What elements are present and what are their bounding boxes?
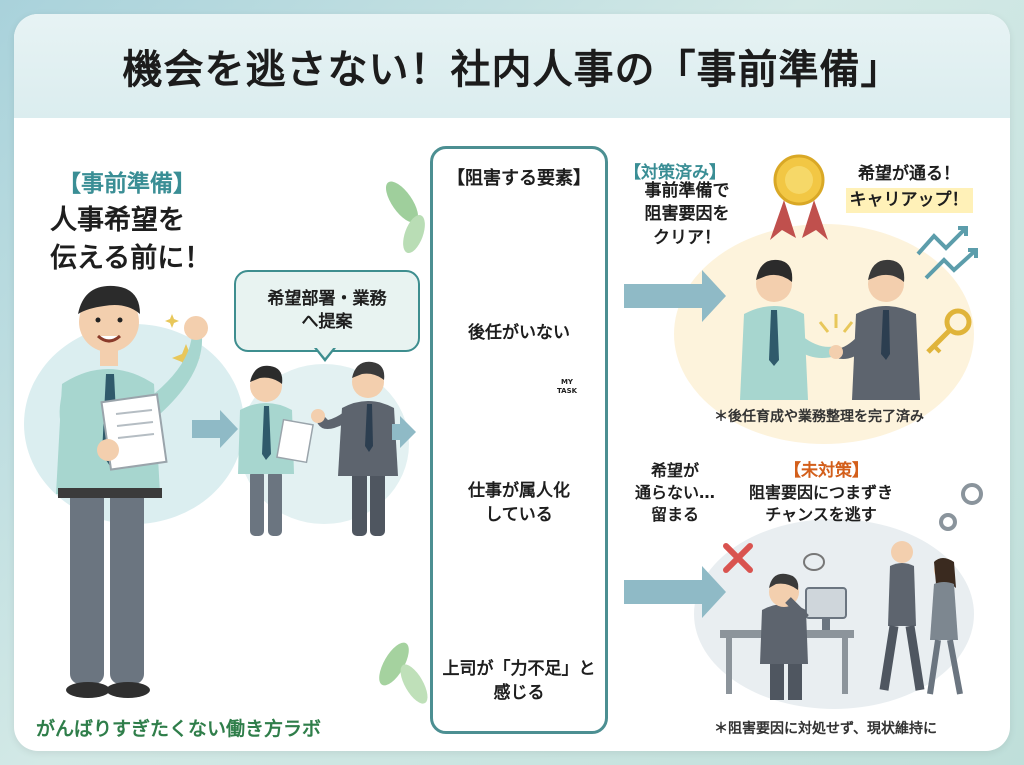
unresolved-label: 【未対策】 [784, 461, 869, 481]
unresolved-left-line-3: 留まる [650, 505, 699, 525]
unresolved-left-line-2: 通らない… [634, 483, 715, 503]
dejected-worker-desk [720, 553, 854, 700]
resolved-description: 事前準備で 阻害要因を クリア！ [622, 180, 752, 250]
proposal-speech-bubble: 希望部署・業務 へ提案 [234, 270, 420, 352]
bubble-tail-inner [316, 347, 334, 358]
shine-icon [818, 314, 854, 333]
resolved-line-2: 阻害要因を [644, 204, 730, 225]
obstacle-label-line-2: している [485, 504, 553, 525]
bubble-line-2: へ提案 [301, 312, 353, 332]
unresolved-left-line-1: 希望が [650, 461, 699, 480]
intro-label: 【事前準備】 [58, 171, 196, 197]
obstacle-item-person-dependent: 仕事が属人化 している [434, 480, 604, 528]
presenter-figure [56, 285, 208, 698]
arrow-to-success-icon [624, 270, 726, 322]
infographic-card: 機会を逃さない！社内人事の「事前準備」 [14, 14, 1010, 751]
obstacle-label-line-1: 後任がいない [468, 323, 570, 343]
obstacle-label-line-1: 仕事が属人化 [468, 481, 570, 501]
frustration-scribble-icon [803, 553, 825, 571]
leaf-decoration-bottom [379, 642, 428, 704]
task-card-line-1: MY [560, 378, 574, 386]
task-card-line-2: TASK [556, 387, 578, 395]
resolved-line-1: 事前準備で [644, 181, 730, 201]
medal-icon [770, 154, 828, 240]
obstacle-item-boss-doubt: 上司が「力不足」と 感じる [434, 658, 604, 706]
footer-brand: がんばりすぎたくない働き方ラボ [36, 718, 322, 740]
cross-icon [723, 543, 753, 573]
walking-colleagues [879, 541, 963, 695]
handshake-figures [740, 259, 920, 400]
obstacle-label-line-2: 感じる [493, 682, 545, 703]
unresolved-left-text: 希望が 通らない… 留まる [630, 460, 720, 526]
intro-line-1: 人事希望を [50, 205, 185, 236]
arrow-right-icon [392, 416, 416, 448]
resolved-line-3: クリア！ [653, 227, 721, 248]
resolved-note: ＊後任育成や業務整理を完了済み [714, 409, 924, 425]
arrow-to-failure-icon [624, 566, 726, 618]
title-bar: 機会を逃さない！社内人事の「事前準備」 [14, 14, 1010, 118]
task-card-label: MY TASK [554, 378, 580, 396]
bubble-line-1: 希望部署・業務 [267, 289, 387, 310]
obstacles-header: 【阻害する要素】 [447, 168, 591, 189]
obstacle-item-no-successor: 後任がいない [434, 322, 604, 346]
resolved-callout: 希望が通る！ キャリアップ！ [834, 162, 984, 213]
leaf-decoration-top [385, 181, 425, 254]
obstacles-panel [430, 146, 608, 734]
arrow-right-icon [192, 410, 238, 448]
unresolved-right-line-1: 阻害要因につまずき [748, 483, 893, 502]
resolved-callout-line-2: キャリアップ！ [845, 187, 973, 213]
obstacle-label-line-1: 上司が「力不足」と [442, 659, 596, 679]
growth-arrows-icon [916, 226, 978, 280]
key-icon [926, 308, 972, 354]
page-title: 機会を逃さない！社内人事の「事前準備」 [122, 47, 902, 93]
unresolved-note: ＊阻害要因に対処せず、現状維持に [714, 721, 938, 737]
resolved-callout-line-1: 希望が通る！ [858, 164, 960, 184]
meeting-figures [238, 361, 398, 536]
gear-icon [939, 483, 983, 531]
unresolved-right-line-2: チャンスを逃す [765, 505, 877, 525]
intro-line-2: 伝える前に！ [50, 243, 212, 274]
unresolved-right-text: 阻害要因につまずき チャンスを逃す [726, 482, 916, 526]
resolved-label: 【対策済み】 [624, 163, 726, 183]
